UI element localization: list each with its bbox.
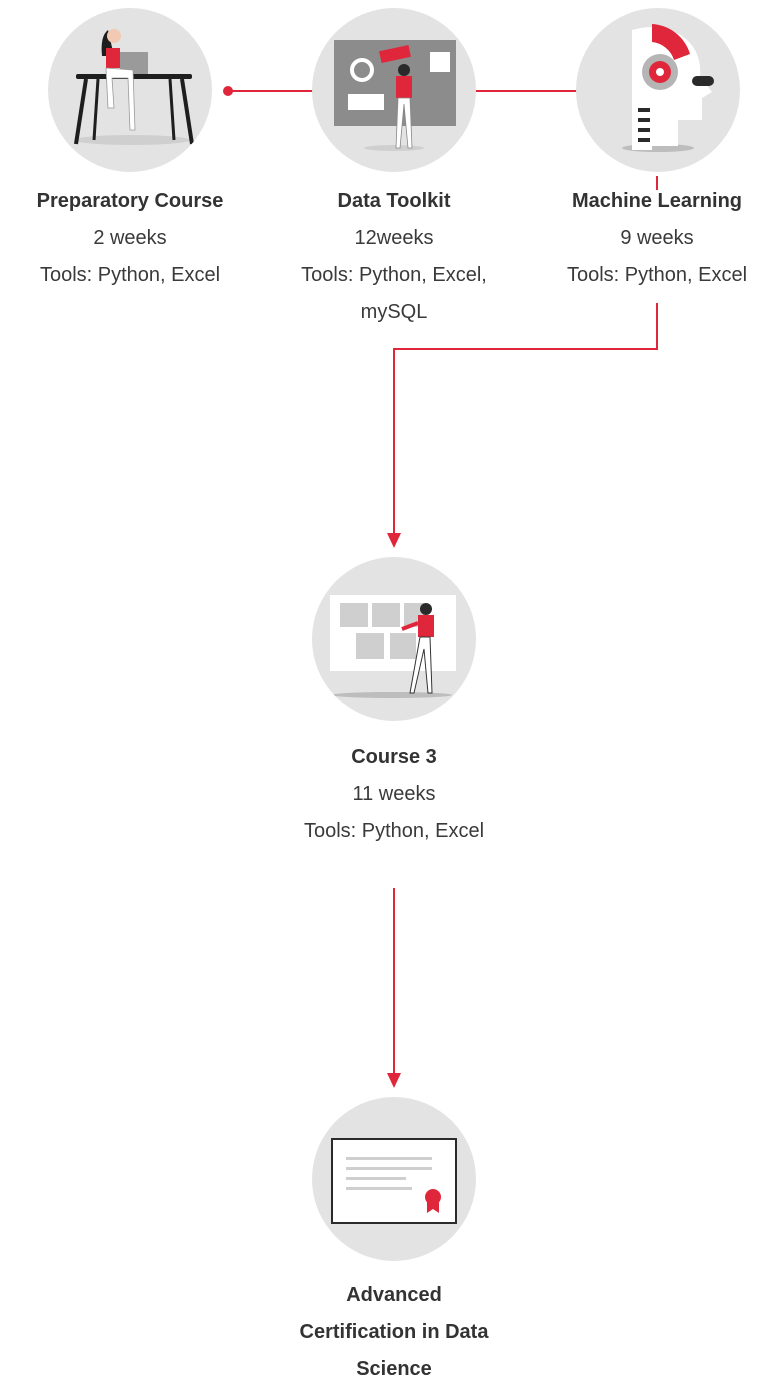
- connector-3-to-4: [393, 303, 658, 535]
- step-title-line-2: Certification in Data: [299, 1321, 489, 1343]
- step-5-icon-circle: [312, 1097, 476, 1261]
- arrowhead-to-course-3: [387, 533, 401, 548]
- step-duration: 2 weeks: [93, 227, 167, 249]
- step-tools-continued: mySQL: [360, 301, 428, 323]
- step-tools: Tools: Python, Excel: [303, 820, 485, 842]
- step-4-icon-circle: [312, 557, 476, 721]
- certificate-icon: [331, 1138, 457, 1224]
- step-title: Course 3: [351, 746, 437, 768]
- step-tools: Tools: Python, Excel: [566, 264, 748, 286]
- person-at-desk-icon: [74, 29, 194, 145]
- person-at-whiteboard-icon: [330, 595, 456, 698]
- step-2-label: Data Toolkit 12weeks Tools: Python, Exce…: [264, 183, 524, 331]
- step-4-label: Course 3 11 weeks Tools: Python, Excel: [264, 739, 524, 850]
- step-title-line-3: Science: [356, 1358, 432, 1380]
- step-2-icon-circle: [312, 8, 476, 172]
- step-title: Data Toolkit: [337, 190, 451, 212]
- step-duration: 9 weeks: [620, 227, 694, 249]
- step-title: Advanced: [346, 1284, 442, 1306]
- person-at-dashboard-board-icon: [334, 40, 456, 151]
- step-title: Preparatory Course: [36, 190, 224, 212]
- step-duration: 11 weeks: [352, 783, 436, 805]
- connector-start-dot: [223, 86, 233, 96]
- step-1-label: Preparatory Course 2 weeks Tools: Python…: [0, 183, 260, 294]
- step-3-icon-circle: [576, 8, 740, 172]
- step-title: Machine Learning: [571, 190, 743, 212]
- step-5-label: Advanced Certification in Data Science: [264, 1277, 524, 1388]
- arrowhead-to-certificate: [387, 1073, 401, 1088]
- step-1-icon-circle: [48, 8, 212, 172]
- step-duration: 12weeks: [354, 227, 434, 249]
- step-tools: Tools: Python, Excel,: [301, 264, 487, 286]
- step-3-label: Machine Learning 9 weeks Tools: Python, …: [527, 183, 774, 294]
- robot-head-icon: [622, 24, 714, 152]
- step-tools: Tools: Python, Excel: [39, 264, 221, 286]
